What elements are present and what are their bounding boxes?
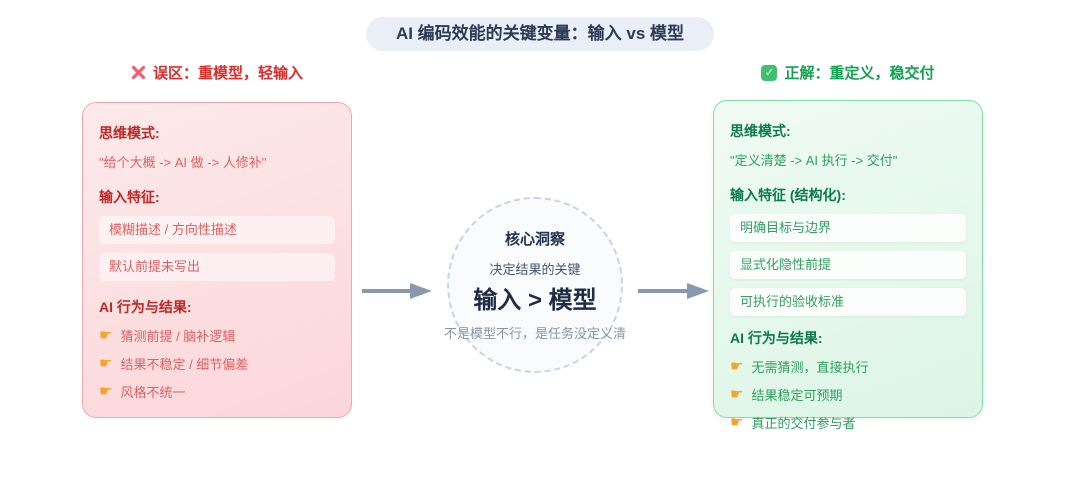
input-feature-box: 明确目标与边界 <box>730 214 966 242</box>
pointing-finger-icon: ☛ <box>99 383 113 400</box>
bullet-text: 真正的交付参与者 <box>751 416 856 431</box>
mindset-section-title: 思维模式: <box>730 123 791 139</box>
mistake-header-label: 误区：重模型，轻输入 <box>152 65 303 82</box>
pointing-finger-icon: ☛ <box>730 358 744 375</box>
mistake-header: 误区：重模型，轻输入 <box>82 62 352 83</box>
bullet-text: 无需猜测，直接执行 <box>751 360 869 375</box>
arrow-shaft <box>362 289 410 293</box>
behavior-bullet: ☛ 结果稳定可预期 <box>730 385 966 404</box>
arrow-head-icon <box>687 283 709 299</box>
mistake-card: 思维模式: "给个大概 -> AI 做 -> 人修补" 输入特征: 模糊描述 /… <box>82 102 352 418</box>
left-arrow <box>362 283 432 299</box>
behavior-bullet: ☛ 真正的交付参与者 <box>730 413 966 432</box>
input-feature-box: 模糊描述 / 方向性描述 <box>99 216 335 244</box>
input-feature-box: 显式化隐性前提 <box>730 251 966 279</box>
arrow-head-icon <box>410 283 432 299</box>
core-insight-title: 核心洞察 <box>504 231 565 248</box>
check-glyph: ✓ <box>764 67 775 79</box>
behavior-bullet: ☛ 猜测前提 / 脑补逻辑 <box>99 326 335 345</box>
correct-header-label: 正解：重定义，稳交付 <box>784 65 935 82</box>
behavior-bullet: ☛ 结果不稳定 / 细节偏差 <box>99 354 335 373</box>
bullet-text: 猜测前提 / 脑补逻辑 <box>120 329 236 344</box>
mindset-section-title: 思维模式: <box>99 125 160 141</box>
core-insight-formula: 输入 > 模型 <box>473 287 597 314</box>
input-feature-box: 可执行的验收标准 <box>730 288 966 316</box>
behavior-bullet: ☛ 风格不统一 <box>99 382 335 401</box>
page-title: AI 编码效能的关键变量：输入 vs 模型 <box>365 17 715 51</box>
core-insight-subtitle: 决定结果的关键 <box>489 262 581 277</box>
arrow-shaft <box>638 289 687 293</box>
mindset-quote: "给个大概 -> AI 做 -> 人修补" <box>99 155 267 170</box>
behavior-section-title: AI 行为与结果: <box>730 330 823 346</box>
right-arrow <box>638 283 709 299</box>
checkbox-icon: ✓ <box>761 64 778 81</box>
bullet-text: 风格不统一 <box>120 385 186 400</box>
correct-header: ✓ 正解：重定义，稳交付 <box>713 62 983 83</box>
behavior-bullet: ☛ 无需猜测，直接执行 <box>730 357 966 376</box>
pointing-finger-icon: ☛ <box>99 327 113 344</box>
bullet-text: 结果不稳定 / 细节偏差 <box>120 357 249 372</box>
input-section-title: 输入特征: <box>99 189 160 205</box>
input-feature-box: 默认前提未写出 <box>99 253 335 281</box>
input-section-title: 输入特征 (结构化): <box>730 187 846 203</box>
correct-card: 思维模式: "定义清楚 -> AI 执行 -> 交付" 输入特征 (结构化): … <box>713 100 983 431</box>
pointing-finger-icon: ☛ <box>99 355 113 372</box>
mindset-quote: "定义清楚 -> AI 执行 -> 交付" <box>730 153 898 168</box>
x-mark-icon <box>131 65 146 80</box>
bullet-text: 结果稳定可预期 <box>751 388 843 403</box>
pointing-finger-icon: ☛ <box>730 414 744 431</box>
core-insight-circle: 核心洞察 决定结果的关键 输入 > 模型 不是模型不行，是任务没定义清 <box>444 197 627 373</box>
core-insight-caption: 不是模型不行，是任务没定义清 <box>444 326 627 341</box>
pointing-finger-icon: ☛ <box>730 386 744 403</box>
behavior-section-title: AI 行为与结果: <box>99 299 192 315</box>
